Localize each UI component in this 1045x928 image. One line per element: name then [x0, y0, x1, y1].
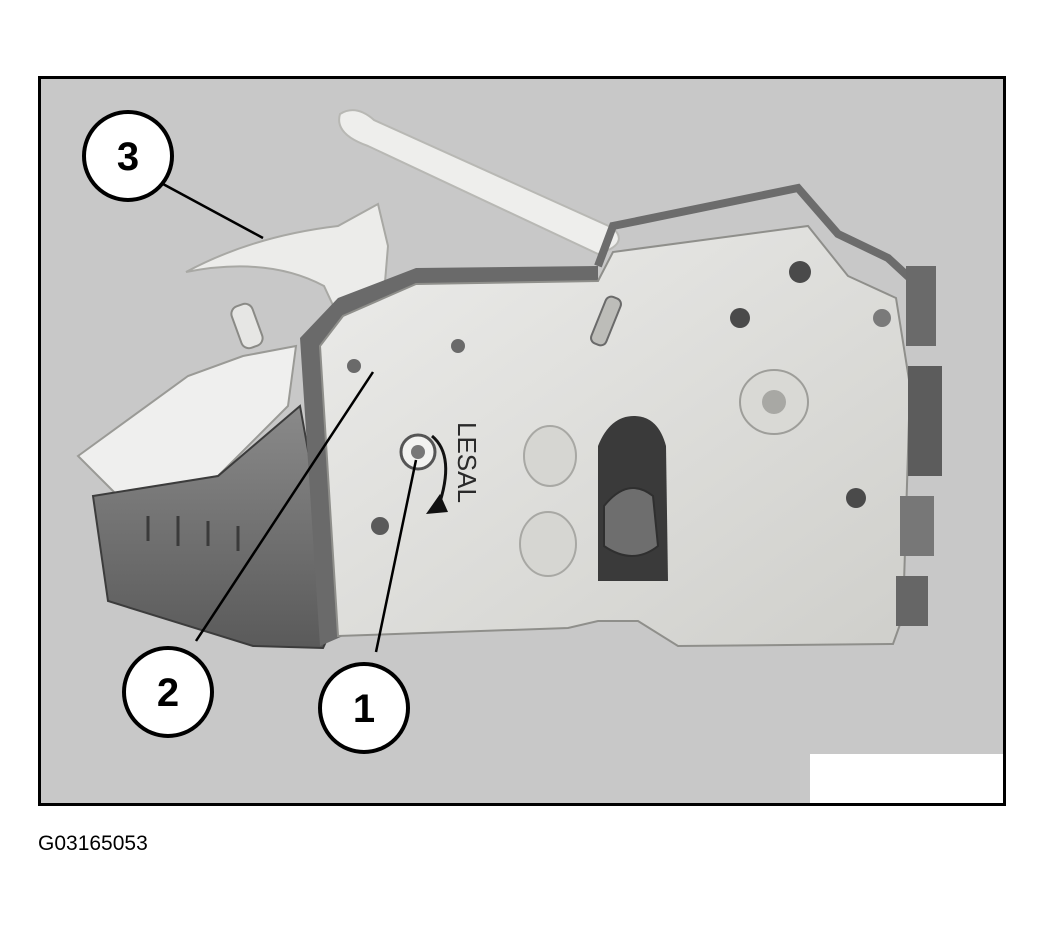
callout-2: 2: [122, 646, 214, 738]
plate-hole-6: [451, 339, 465, 353]
plate-rim: [594, 183, 916, 284]
plate-hole-3: [846, 488, 866, 508]
leader-line-2: [194, 371, 375, 642]
rotation-arrowhead: [426, 494, 448, 514]
plate-hole-1: [789, 261, 811, 283]
callout-3-label: 3: [117, 135, 139, 179]
right-bracket-3: [900, 496, 934, 556]
plate-hole-2: [730, 308, 750, 328]
lock-illustration: LESAL 3 2 1: [38, 76, 1006, 806]
adjust-screw-center: [411, 445, 425, 459]
release-lever: [338, 109, 620, 256]
plate-hole-7: [873, 309, 891, 327]
part-stamp: LESAL: [452, 422, 482, 503]
callout-2-label: 2: [157, 671, 179, 715]
rubber-edge: [300, 266, 598, 646]
leader-line-1: [374, 459, 418, 653]
right-bracket-2: [908, 366, 942, 476]
plate-slot: [590, 295, 622, 347]
plate-hole-4: [371, 517, 389, 535]
plate-hole-5: [347, 359, 361, 373]
leader-line-3: [162, 182, 264, 240]
callout-1-label: 1: [353, 687, 375, 731]
bump-3-center: [762, 390, 786, 414]
callout-3: 3: [82, 110, 174, 202]
bump-2: [519, 511, 577, 577]
callout-1: 1: [318, 662, 410, 754]
catch-arm: [185, 202, 390, 318]
small-pin: [230, 302, 264, 350]
housing-slots: [146, 516, 240, 551]
bump-1: [523, 425, 577, 487]
right-bracket-4: [896, 576, 928, 626]
figure-frame: [38, 76, 1006, 806]
corner-patch: [810, 754, 1004, 804]
figure-id: G03165053: [38, 832, 148, 855]
right-bracket-1: [906, 266, 936, 346]
lock-diagram: LESAL 3 2 1: [38, 76, 1006, 806]
rotary-latch: [603, 487, 660, 557]
